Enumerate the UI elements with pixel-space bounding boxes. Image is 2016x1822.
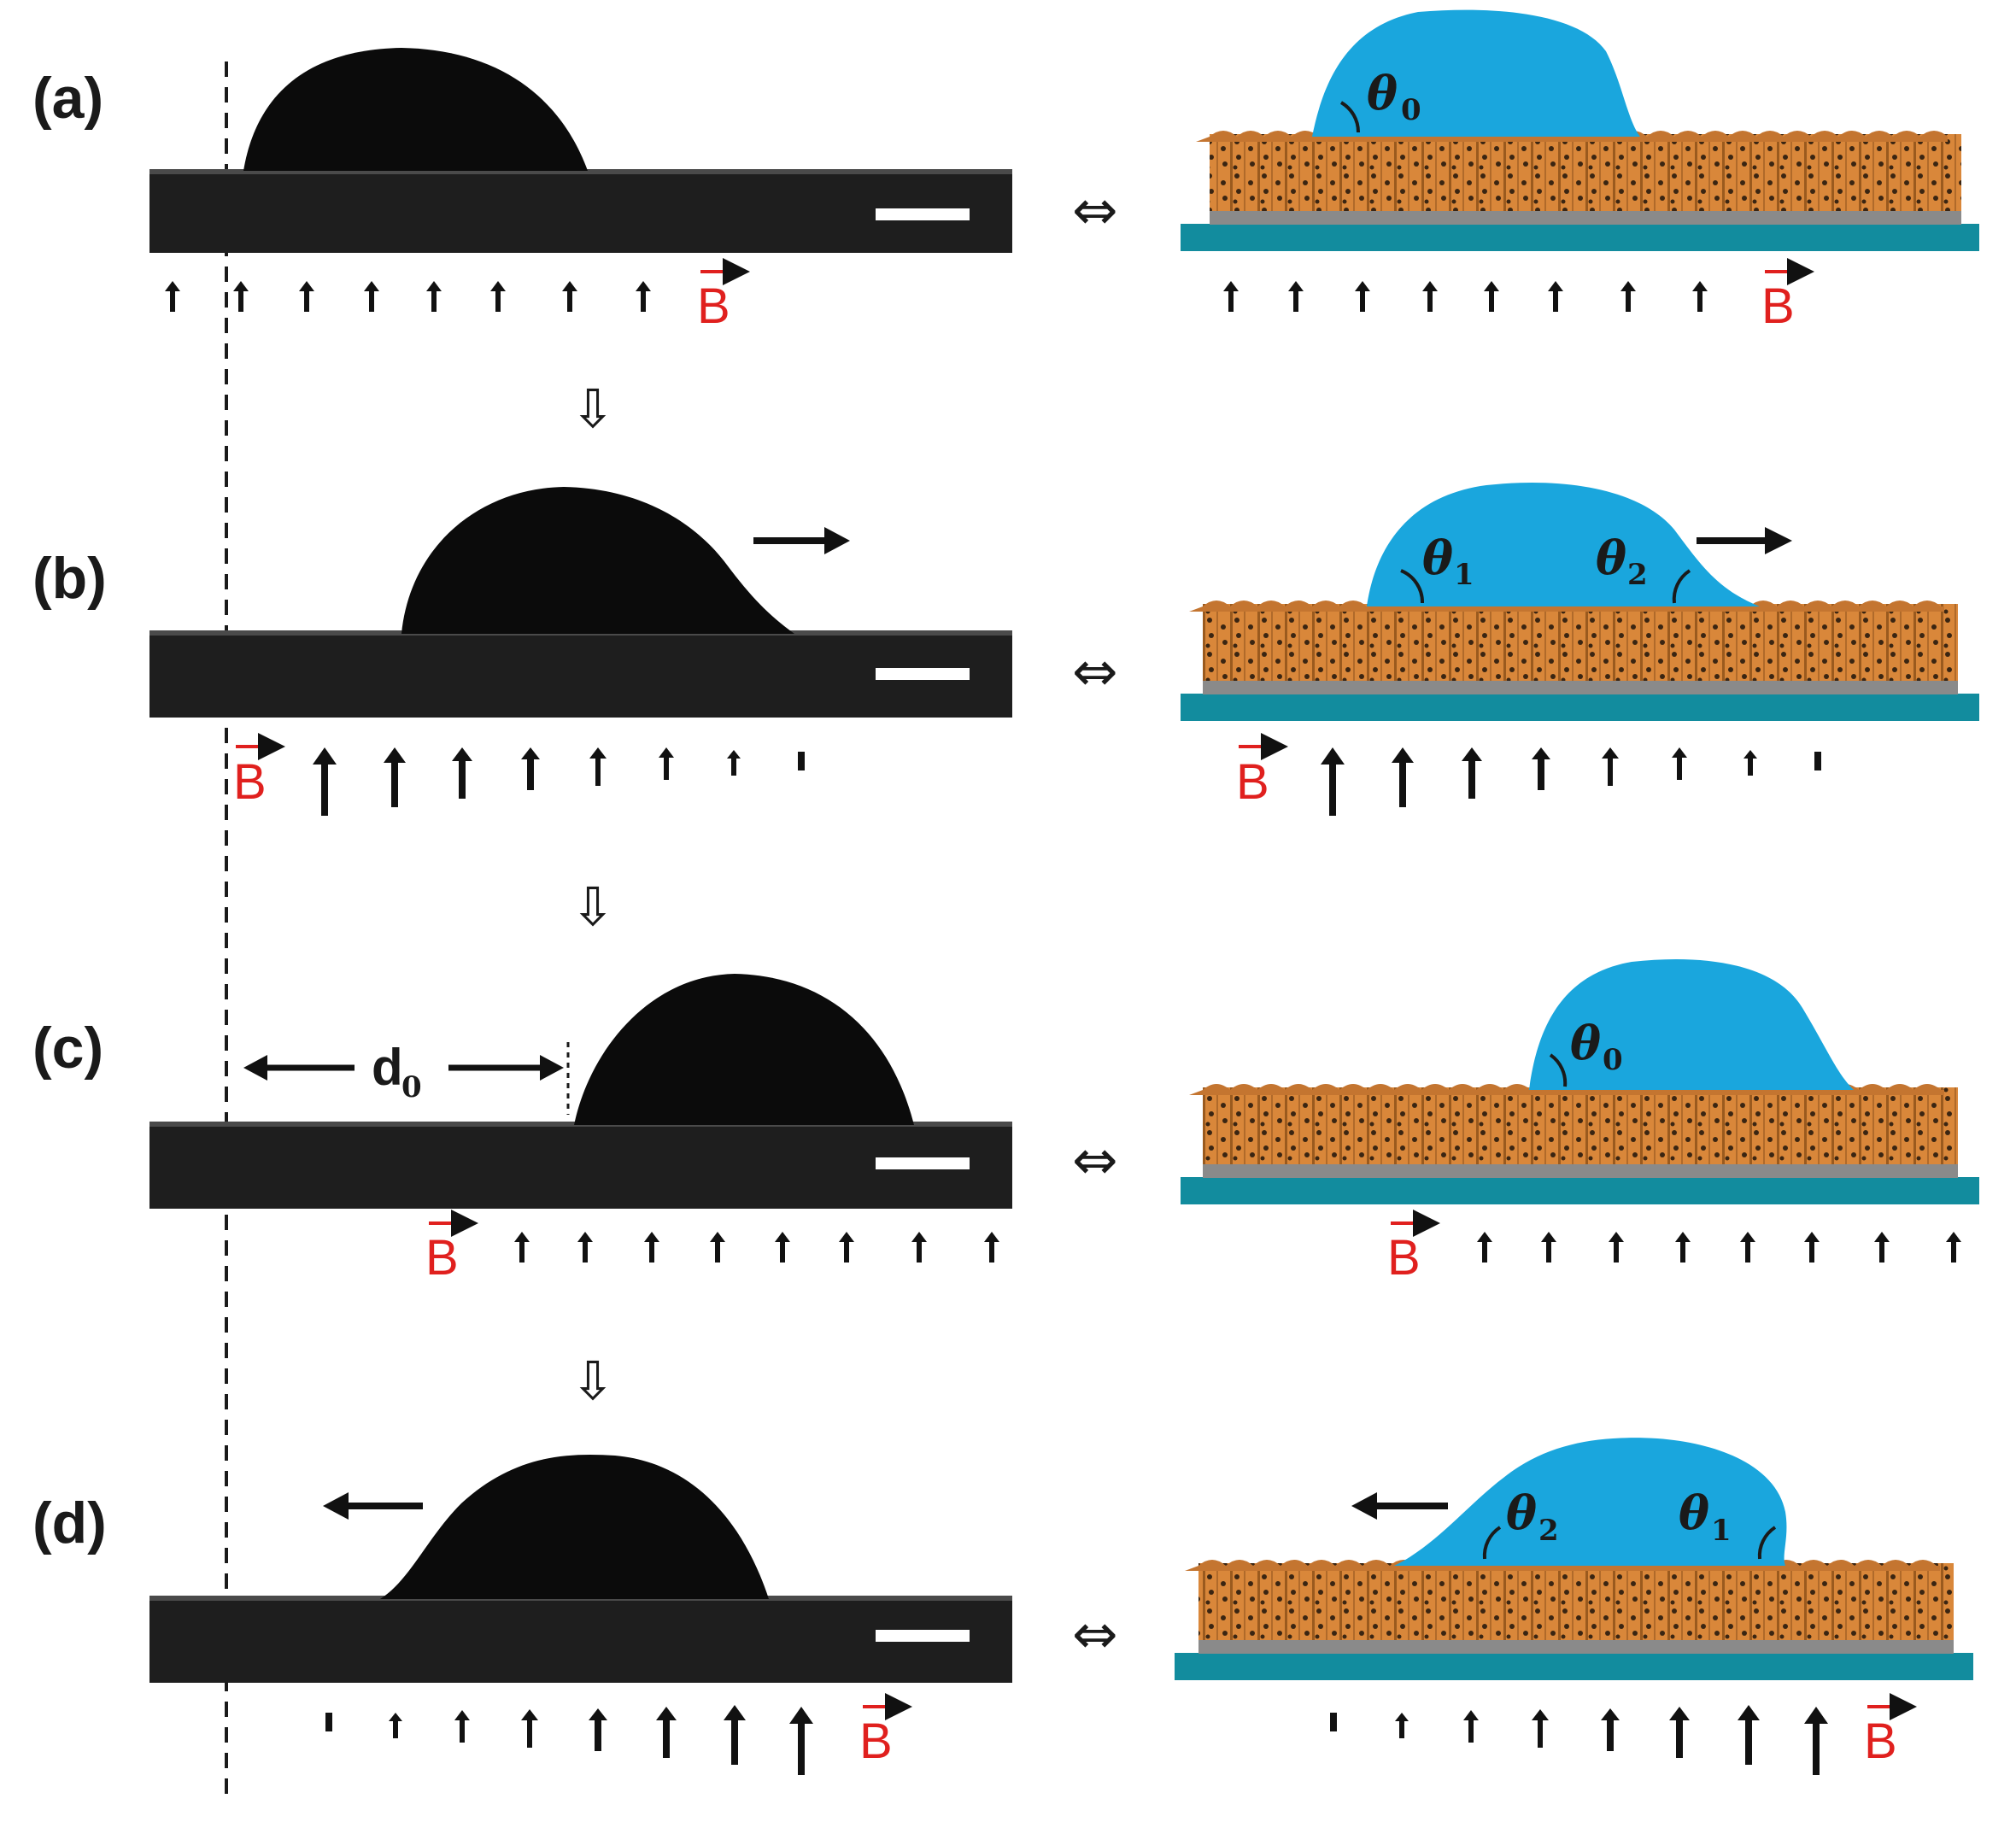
field-label: B	[697, 278, 730, 334]
schematic-a: θ 0	[1181, 9, 1979, 251]
substrate-band	[1181, 694, 1979, 721]
base-layer	[1210, 209, 1961, 225]
field-label: B	[1387, 1230, 1421, 1286]
equivalence-symbol: ⇔	[1072, 1129, 1118, 1192]
field-arrows-photo-c	[514, 1232, 999, 1263]
photo-a	[149, 48, 1012, 253]
contact-angle-label-2: θ	[1679, 1485, 1709, 1540]
field-arrows-schematic-a	[1223, 281, 1708, 312]
contact-angle-label-1: θ	[1506, 1485, 1537, 1540]
panel-label: (d)	[32, 1491, 107, 1555]
schematic-b: θ 1 θ 2	[1181, 482, 1979, 721]
panel-label: (a)	[32, 66, 103, 131]
panel-c: (c) d 0 B ⇔	[32, 958, 1979, 1286]
equivalence-symbol: ⇔	[1072, 179, 1118, 243]
equivalence-symbol: ⇔	[1072, 1603, 1118, 1667]
photo-substrate	[149, 1597, 1012, 1683]
photo-d	[149, 1454, 1012, 1683]
panel-d: (d) B ⇔ θ	[32, 1438, 1973, 1775]
micropillar-layer	[1198, 1563, 1954, 1640]
droplet	[574, 974, 914, 1125]
svg-text:0: 0	[1401, 93, 1421, 127]
step-arrow: ⇩	[571, 1350, 615, 1412]
base-layer	[1198, 1638, 1954, 1654]
scale-bar	[876, 208, 970, 220]
field-label: B	[233, 754, 267, 810]
contact-angle-arc	[1549, 1053, 1568, 1087]
field-arrows-photo-b	[313, 747, 805, 816]
field-label: B	[425, 1230, 459, 1286]
photo-substrate	[149, 632, 1012, 718]
contact-angle-label: θ	[1570, 1016, 1601, 1070]
contact-angle-arc-1	[1482, 1526, 1502, 1560]
svg-text:1: 1	[1711, 1514, 1732, 1548]
micropillar-layer	[1210, 134, 1961, 211]
droplet	[243, 48, 588, 171]
field-label: B	[1236, 754, 1269, 810]
droplet	[1529, 958, 1854, 1090]
step-arrow: ⇩	[571, 378, 615, 440]
field-label: B	[1761, 278, 1795, 334]
field-arrows-schematic-d	[1330, 1705, 1828, 1775]
scale-bar	[876, 668, 970, 680]
substrate-band	[1175, 1653, 1973, 1680]
photo-c: d 0	[149, 974, 1012, 1209]
base-layer	[1203, 679, 1958, 694]
scale-bar	[876, 1630, 970, 1642]
field-label: B	[859, 1714, 893, 1769]
panel-label: (b)	[32, 546, 107, 611]
step-arrow: ⇩	[571, 876, 615, 938]
photo-substrate	[149, 1123, 1012, 1209]
micropillar-layer	[1203, 604, 1958, 681]
contact-angle-arc-2	[1672, 569, 1691, 604]
svg-text:2: 2	[1538, 1514, 1559, 1548]
svg-text:1: 1	[1454, 558, 1474, 592]
scale-bar	[876, 1157, 970, 1169]
photo-b	[149, 487, 1012, 718]
distance-label: d	[372, 1039, 403, 1096]
contact-angle-arc-1	[1400, 569, 1425, 604]
photo-substrate	[149, 171, 1012, 253]
contact-angle-label-1: θ	[1422, 530, 1453, 585]
droplet	[1367, 482, 1760, 606]
contact-angle-arc-2	[1757, 1526, 1777, 1560]
equivalence-symbol: ⇔	[1072, 641, 1118, 704]
schematic-c: θ 0	[1181, 958, 1979, 1204]
field-label: B	[1864, 1714, 1897, 1769]
panel-b: (b) B ⇔ θ	[32, 482, 1979, 816]
substrate-band	[1181, 224, 1979, 251]
svg-text:0: 0	[1603, 1043, 1623, 1077]
svg-text:2: 2	[1627, 558, 1648, 592]
droplet	[380, 1454, 769, 1599]
field-arrows-schematic-b	[1321, 747, 1821, 816]
base-layer	[1203, 1163, 1958, 1178]
svg-text:0: 0	[401, 1070, 422, 1104]
field-arrows-photo-d	[325, 1705, 813, 1775]
droplet	[1312, 9, 1640, 138]
field-arrows-schematic-c	[1477, 1232, 1961, 1263]
field-arrows-photo-a	[165, 281, 651, 312]
schematic-d: θ 2 θ 1	[1175, 1438, 1973, 1680]
contact-angle-arc	[1339, 101, 1361, 133]
substrate-band	[1181, 1177, 1979, 1204]
contact-angle-label-2: θ	[1596, 530, 1626, 585]
panel-label: (c)	[32, 1016, 103, 1081]
panel-a: (a) B ⇔ θ	[32, 9, 1979, 334]
micropillar-layer	[1203, 1087, 1958, 1164]
droplet	[401, 487, 794, 634]
contact-angle-label: θ	[1367, 66, 1398, 120]
